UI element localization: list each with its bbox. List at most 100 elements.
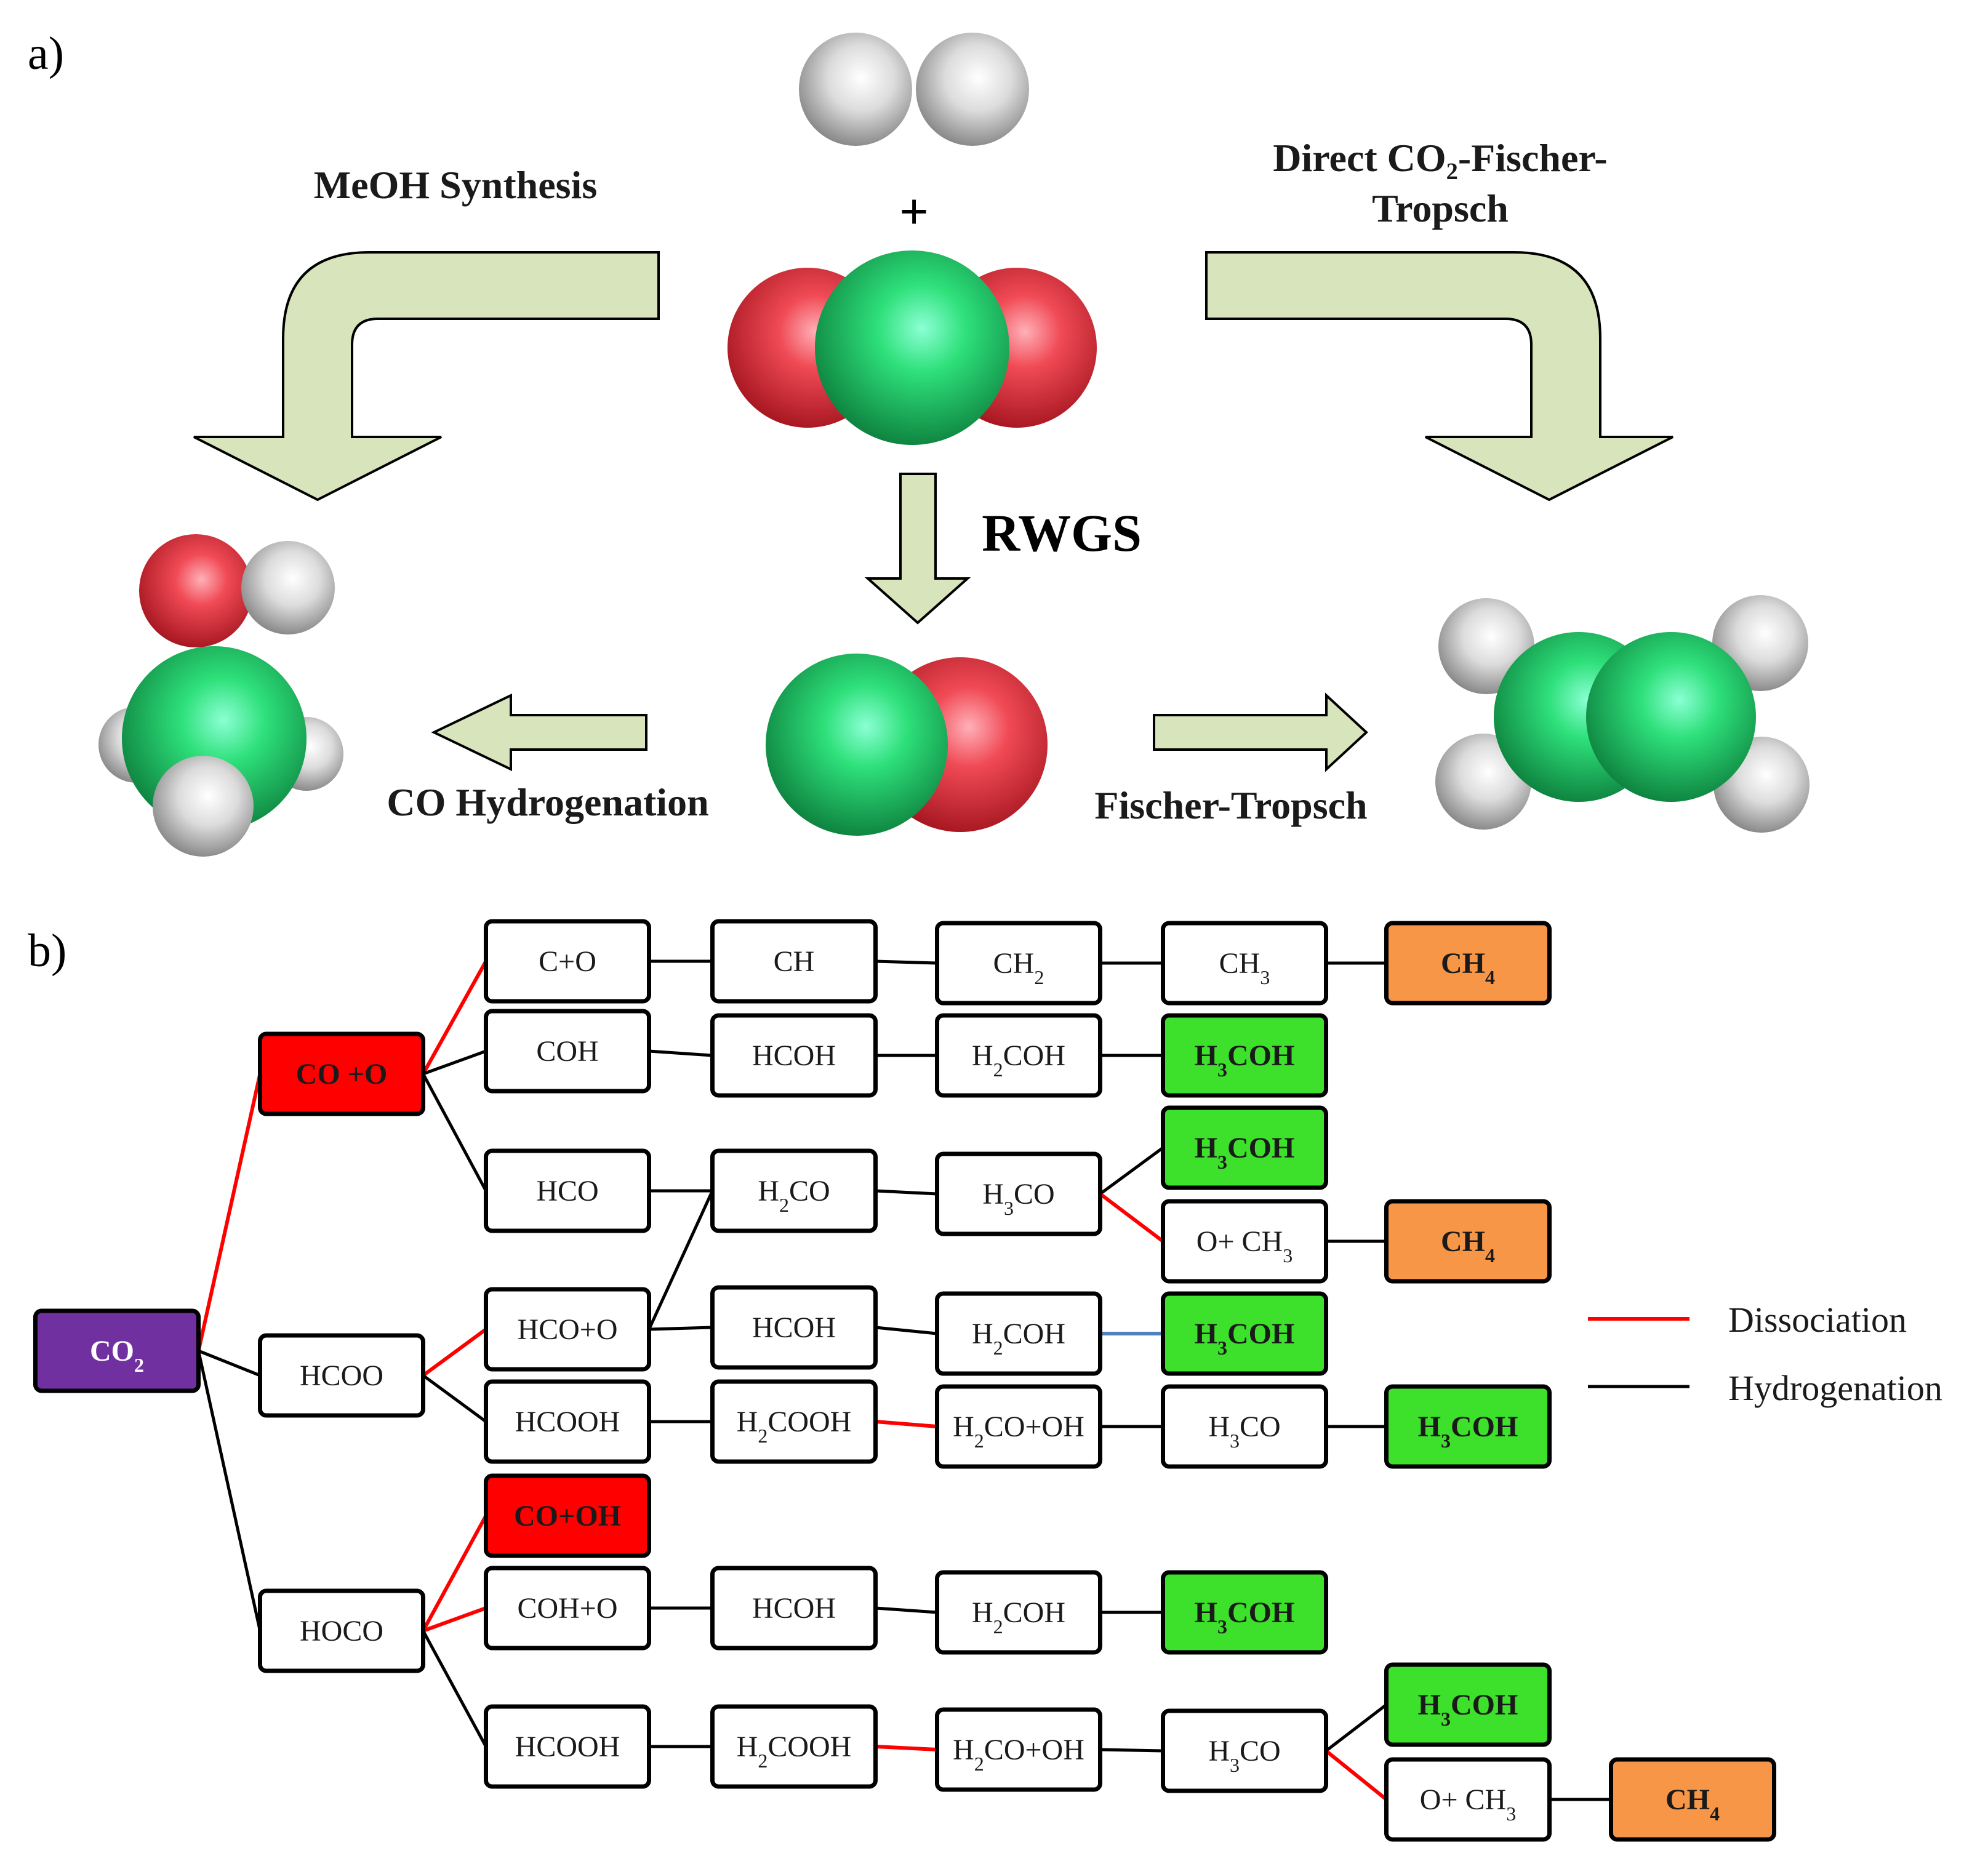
node-label: HCO [536,1175,598,1207]
direct-ft-arrow [1205,251,1673,502]
node-box [935,1291,1102,1376]
edge-hcoh_c-h2coh_c [875,1606,937,1614]
edge-h3co_a-h3coh_b [1099,1146,1164,1196]
node-box [935,1707,1102,1792]
node-hcoh_a: HCOH [710,1013,878,1098]
node-box [484,1566,651,1651]
edge-co2-coo [196,1073,262,1351]
node-label: H2CO+OH [953,1411,1084,1452]
legend: Dissociation Hydrogenation [1588,1300,1942,1408]
node-label: HCOOH [515,1731,620,1763]
node-hoco: HOCO [258,1588,425,1673]
node-h3co_a: H3CO [935,1151,1102,1236]
edge-hoco-hcooh_b [422,1630,487,1748]
node-h2coh_b: H2COH [935,1291,1102,1376]
node-box [1161,1013,1328,1098]
node-box [1384,1384,1552,1469]
node-c_o: C+O [484,919,651,1004]
node-ch3: CH3 [1161,921,1328,1006]
node-box [1161,1384,1328,1469]
node-box [935,1151,1102,1236]
node-box [1161,1708,1328,1793]
node-coo: CO +O [258,1031,425,1116]
node-label: H2CO+OH [953,1734,1084,1775]
node-box [1161,1570,1328,1655]
node-box [710,1566,878,1651]
node-co_oh: CO+OH [484,1473,651,1558]
node-box [710,1285,878,1370]
node-label: H2CO [758,1175,830,1216]
edge-coo-coh [422,1049,487,1076]
legend-hydrogenation-label: Hydrogenation [1728,1368,1942,1408]
node-ch4_b: CH4 [1384,1199,1552,1284]
node-box [710,919,878,1004]
node-label: H2COH [972,1039,1065,1081]
node-coh_o: COH+O [484,1566,651,1651]
node-ch4_c: CH4 [1609,1757,1776,1842]
node-box [710,1704,878,1789]
edge-h2co_oh_b-h3co_c [1100,1748,1163,1753]
node-label: H2COOH [737,1406,852,1447]
node-h2coh_c: H2COH [935,1570,1102,1655]
node-box [484,1473,651,1558]
node-label: COH [536,1035,598,1068]
edge-h2cooh_b-h2co_oh_b [875,1745,937,1751]
node-label: H3COH [1195,1596,1295,1638]
node-box [1161,1291,1328,1376]
node-box [33,1308,201,1393]
node-label: H3CO [1208,1411,1280,1452]
node-label: CO2 [90,1335,144,1376]
node-label: HCOOH [515,1406,620,1438]
node-h2cooh_b: H2COOH [710,1704,878,1789]
node-box [1384,1662,1552,1747]
edge-h3co_a-och3_a [1099,1192,1164,1243]
node-box [935,1384,1102,1469]
ethylene-molecule [1435,595,1810,833]
edge-hco_o-hcoh_b [649,1326,713,1331]
node-box [935,921,1102,1006]
node-h2co_oh_a: H2CO+OH [935,1384,1102,1469]
node-box [1161,921,1328,1006]
fischer-tropsch-arrow [1153,692,1368,772]
node-h2coh_a: H2COH [935,1013,1102,1098]
node-label: H3COH [1195,1318,1295,1359]
rwgs-label: RWGS [982,503,1142,562]
edge-h2co-h3co_a [875,1189,937,1196]
node-h3coh_f: H3COH [1384,1662,1552,1747]
node-h3co_b: H3CO [1161,1384,1328,1469]
co2-molecule [727,250,1097,445]
node-label: H3COH [1418,1411,1518,1452]
plus-sign: + [899,183,929,241]
edge-hoco-coh_o [422,1606,487,1633]
node-box [484,1287,651,1372]
co-hydrogenation-arrow [431,693,647,772]
h2-molecule [799,33,1029,146]
node-label: H3CO [982,1178,1054,1219]
node-hcooh_b: HCOOH [484,1704,651,1789]
node-label: CH4 [1665,1783,1720,1825]
node-box [1384,1757,1552,1842]
node-box [1609,1757,1776,1842]
node-box [484,1148,651,1233]
node-box [484,1009,651,1094]
node-box [710,1013,878,1098]
edge-hoco-co_oh [421,1515,488,1632]
node-h2co_oh_b: H2CO+OH [935,1707,1102,1792]
node-label: COH+O [517,1592,617,1625]
node-box [258,1333,425,1418]
node-box [484,1379,651,1464]
node-box [1161,1199,1328,1284]
edge-co2-hcoo [198,1349,261,1377]
co-molecule [766,654,1048,836]
node-label: HCOO [300,1359,383,1392]
node-h2cooh_a: H2COOH [710,1379,878,1464]
edge-h3co_c-och3_b [1325,1749,1388,1801]
fischer-tropsch-label: Fischer-Tropsch [1094,783,1367,827]
node-label: CH [774,945,815,978]
rwgs-arrow [864,473,971,625]
node-hcoh_c: HCOH [710,1566,878,1651]
node-och3_a: O+ CH3 [1161,1199,1328,1284]
node-label: CH4 [1441,947,1495,988]
